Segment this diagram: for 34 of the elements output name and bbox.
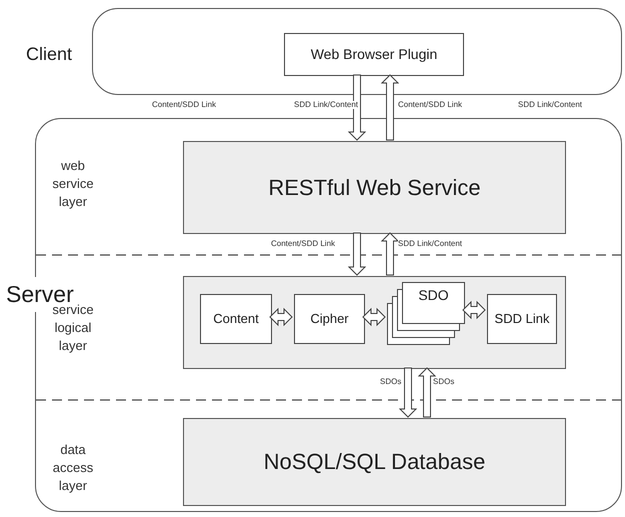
block-arrow: [462, 300, 486, 320]
layer-label: web service layer: [51, 157, 95, 211]
layer-label: data access layer: [52, 441, 94, 495]
node-text: Cipher: [310, 310, 349, 328]
block-arrow: [398, 368, 418, 418]
edge-label: SDD Link/Content: [398, 240, 462, 248]
component-box: [294, 294, 365, 344]
node-text: NoSQL/SQL Database: [264, 448, 486, 476]
layer-box: [183, 141, 566, 234]
layer-label: service logical layer: [52, 302, 95, 355]
block-arrow: [380, 232, 400, 276]
block-arrow: [418, 367, 436, 418]
edge-label: SDD Link/Content: [294, 101, 358, 109]
flow-label: SDD Link/Content: [518, 101, 582, 109]
layer-box: [183, 418, 566, 506]
node-text: Content: [213, 310, 259, 328]
node-text: SDO: [418, 287, 449, 304]
flow-label: Content/SDD Link: [152, 101, 216, 109]
node-text: Web Browser Plugin: [310, 46, 438, 64]
component-box: [200, 294, 272, 344]
layer-panel: [183, 276, 566, 369]
component-box: [487, 294, 557, 344]
node-text: RESTful Web Service: [268, 174, 481, 202]
node-text: SDD Link: [494, 310, 550, 328]
edge-label: Content/SDD Link: [271, 240, 336, 248]
block-arrow: [348, 232, 366, 276]
block-arrow: [269, 308, 293, 326]
block-arrow: [348, 74, 366, 141]
edge-label: SDOs: [380, 378, 402, 386]
block-arrow: [362, 308, 386, 326]
component-box: [284, 33, 464, 76]
edge-label: Content/SDD Link: [398, 101, 462, 109]
block-arrow: [380, 74, 400, 140]
edge-label: SDOs: [433, 378, 454, 386]
